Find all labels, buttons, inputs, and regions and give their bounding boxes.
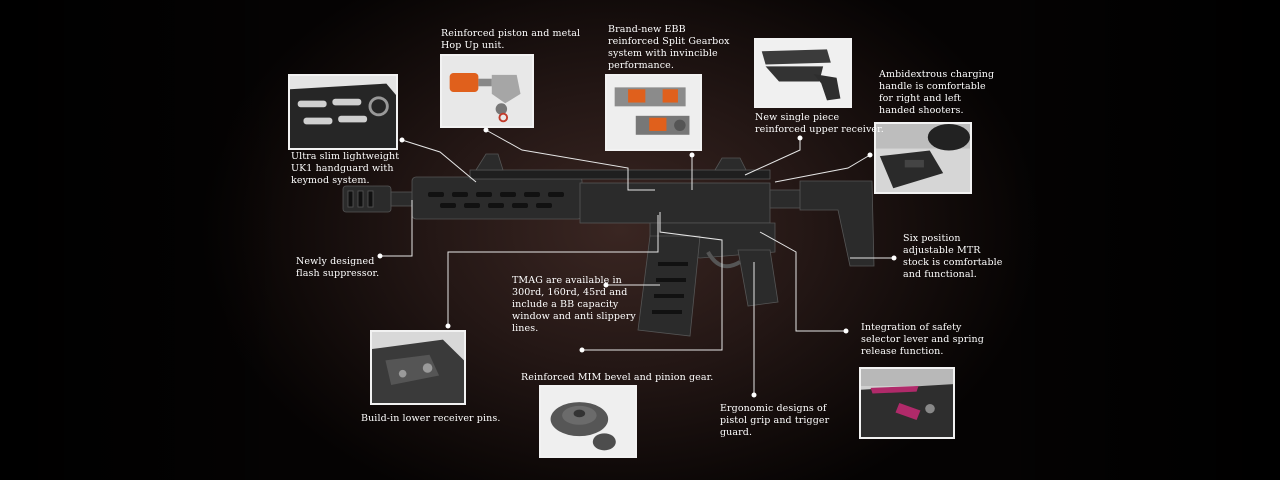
stock-part [799, 180, 875, 267]
front-sight-part [475, 153, 504, 171]
upper-receiver-part [579, 182, 771, 224]
handguard-callout: Ultra slim lightweight UK1 handguard wit… [291, 151, 400, 186]
lower-pins-photo [370, 330, 466, 405]
lower-pins-callout: Build-in lower receiver pins. [361, 413, 501, 424]
bevel-gear-photo [539, 385, 637, 458]
bevel-gear-callout: Reinforced MIM bevel and pinion gear. [521, 372, 714, 383]
grip-callout: Ergonomic designs of pistol grip and tri… [720, 403, 830, 438]
gearbox-photo [605, 74, 702, 151]
handguard-photo [288, 74, 398, 150]
upper-receiver-callout: New single piece reinforced upper receiv… [755, 112, 884, 135]
right-vignette [1000, 0, 1280, 480]
piston-callout: Reinforced piston and metal Hop Up unit. [441, 28, 581, 51]
piston-photo [440, 54, 534, 128]
top-rail-part [469, 169, 771, 180]
charging-handle-callout: Ambidextrous charging handle is comforta… [879, 69, 995, 116]
charging-handle-photo [874, 122, 972, 194]
gearbox-callout: Brand-new EBB reinforced Split Gearbox s… [608, 24, 730, 71]
safety-callout: Integration of safety selector lever and… [861, 322, 984, 357]
stock-callout: Six position adjustable MTR stock is com… [903, 233, 1003, 280]
tmag-callout: TMAG are available in 300rd, 160rd, 45rd… [512, 275, 636, 334]
safety-photo [859, 367, 955, 439]
left-vignette [0, 0, 280, 480]
flash-suppressor-callout: Newly designed flash suppressor. [296, 256, 380, 279]
upper-receiver-photo [754, 38, 852, 108]
rear-sight-part [714, 157, 747, 171]
pistol-grip-part [737, 249, 779, 307]
